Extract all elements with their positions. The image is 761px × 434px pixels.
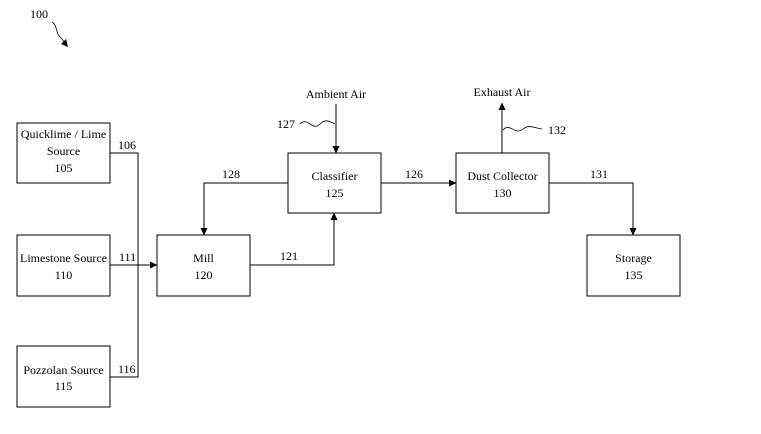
quicklime-lime-source-ref: 105 [55,161,73,175]
stream-128-line [200,182,288,236]
quicklime-lime-source-block: Quicklime / Lime Source 105 [16,122,111,184]
stream-132-label: 132 [548,123,566,137]
dust-collector-ref: 130 [494,186,512,200]
stream-121-label: 121 [280,249,298,263]
figure-reference-label: 100 [30,7,48,21]
classifier-block: Classifier 125 [287,152,382,214]
ambient-air-label: Ambient Air [306,87,366,101]
stream-111-label: 111 [119,250,136,264]
classifier-label: Classifier [312,169,358,183]
stream-131-line [549,182,637,236]
storage-block: Storage 135 [586,234,681,297]
stream-121-line [250,212,338,266]
pozzolan-source-ref: 115 [55,379,73,393]
stream-128-label: 128 [222,167,240,181]
mill-label: Mill [193,251,214,265]
figure-reference-pointer-head [61,39,68,47]
stream-116-label: 116 [118,362,136,376]
pozzolan-source-label: Pozzolan Source [23,363,103,377]
quicklime-lime-source-label-line1: Quicklime / Lime [21,127,106,141]
stream-126-label: 126 [405,167,423,181]
storage-label: Storage [615,251,652,265]
limestone-source-block: Limestone Source 110 [16,234,111,297]
dust-collector-block: Dust Collector 130 [455,152,550,214]
storage-ref: 135 [625,268,643,282]
classifier-ref: 125 [326,186,344,200]
stream-131-label: 131 [590,167,608,181]
limestone-source-ref: 110 [55,268,73,282]
figure-reference-pointer [51,21,67,45]
mill-ref: 120 [195,268,213,282]
limestone-source-label: Limestone Source [20,251,107,265]
stream-132-leader [502,126,543,132]
quicklime-lime-source-label-line2: Source [47,144,80,158]
dust-collector-label: Dust Collector [467,169,537,183]
mill-block: Mill 120 [156,234,251,297]
stream-127-label: 127 [277,117,295,131]
exhaust-air-label: Exhaust Air [474,85,531,99]
stream-106-label: 106 [118,138,136,152]
pozzolan-source-block: Pozzolan Source 115 [16,345,111,408]
stream-127-leader [299,120,336,127]
